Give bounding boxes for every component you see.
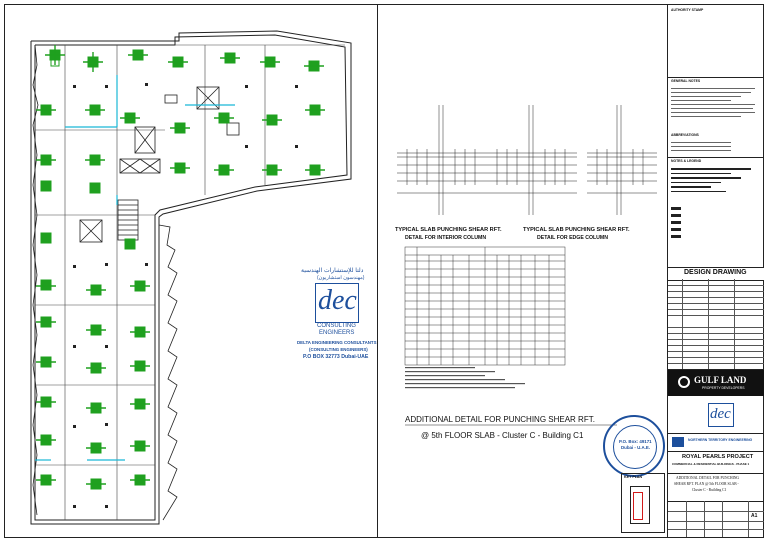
dec-logo: dec — [315, 283, 359, 323]
consultant-logo: dec — [710, 406, 731, 422]
title-block: AUTHORITY STAMP GENERAL NOTES ABBREVIATI… — [667, 5, 764, 537]
project-title: ROYAL PEARLS PROJECT — [682, 454, 754, 460]
floor-plan-drawing — [30, 30, 352, 525]
contractor-name: NORTHERN TERRITORY ENGINEERING — [688, 438, 753, 442]
company-arabic-name: دلتا للإستشارات الهندسية — [301, 268, 364, 274]
stamp-line-3: DELTA ENGINEERING CONSULTANTS — [297, 340, 377, 345]
detail-drawings — [397, 105, 657, 426]
detail-interior — [397, 105, 487, 215]
drawing-sheet: دلتا للإستشارات الهندسية (مهندسون استشار… — [4, 4, 764, 538]
dec-logo-text: dec — [318, 285, 357, 316]
stamp-line-5: P.O BOX 32773 Dubai-UAE — [303, 354, 369, 360]
sheet-title-line2: @ 5th FLOOR SLAB - Cluster C - Building … — [421, 431, 584, 440]
design-drawing-label: DESIGN DRAWING — [684, 269, 747, 276]
contractor-box: NORTHERN TERRITORY ENGINEERING — [668, 433, 764, 452]
drawing-title-line1: ADDITIONAL DETAIL FOR PUNCHING — [676, 476, 740, 480]
details-area: TYPICAL SLAB PUNCHING SHEAR RFT. DETAIL … — [377, 5, 667, 537]
floor-plan: دلتا للإستشارات الهندسية (مهندسون استشار… — [5, 5, 378, 537]
round-stamp: P.O. Box: 49171 Dubai - U.A.E. — [603, 415, 665, 477]
detail1-subtitle: DETAIL FOR INTERIOR COLUMN — [405, 235, 487, 241]
revision-table — [668, 279, 764, 369]
sheet-info-grid: A1 — [668, 501, 764, 537]
rft-schedule — [404, 246, 566, 366]
detail2-title: TYPICAL SLAB PUNCHING SHEAR RFT. — [523, 227, 630, 233]
stamp-line-1: CONSULTING — [317, 323, 356, 329]
notes-legend-label: NOTES & LEGEND — [671, 159, 702, 163]
key-plan: KEY PLAN — [621, 473, 665, 533]
detail-edge — [487, 105, 577, 215]
drawing-title-box: ADDITIONAL DETAIL FOR PUNCHING SHEAR RFT… — [668, 473, 764, 502]
key-plan-label: KEY PLAN — [624, 475, 643, 479]
sheet-title-line1: ADDITIONAL DETAIL FOR PUNCHING SHEAR RFT… — [405, 415, 595, 424]
client-logo-box: GULF LAND PROPERTY DEVELOPERS — [668, 369, 764, 396]
shear-rft-marks — [40, 49, 321, 490]
stamp-line-2: ENGINEERS — [319, 330, 355, 336]
client-name: GULF LAND — [694, 375, 747, 385]
client-sub: PROPERTY DEVELOPERS — [702, 386, 745, 390]
stamp-line-4: (CONSULTING ENGINEERS) — [309, 347, 368, 352]
abbreviations-label: ABBREVIATIONS — [671, 133, 699, 137]
drawing-title-line3: Cluster C - Building C1 — [692, 488, 727, 492]
round-stamp-text-2: Dubai - U.A.E. — [621, 445, 651, 450]
round-stamp-text-1: P.O. Box: 49171 — [619, 439, 652, 444]
project-subtitle: COMMERCIAL & RESIDENTIAL BUILDINGS - PHA… — [672, 462, 750, 466]
detail2-subtitle: DETAIL FOR EDGE COLUMN — [537, 235, 608, 241]
drawing-title-line2: SHEAR RFT. PLAN @ 5th FLOOR SLAB - — [674, 482, 739, 486]
general-notes-text — [671, 85, 759, 125]
authority-stamp-label: AUTHORITY STAMP — [671, 8, 704, 12]
company-stamp: دلتا للإستشارات الهندسية (مهندسون استشار… — [297, 267, 377, 373]
general-notes-label: GENERAL NOTES — [671, 79, 701, 83]
consultant-logo-box: dec — [668, 397, 764, 434]
detail-corner — [587, 105, 657, 215]
company-arabic-sub: (مهندسون استشاريون) — [317, 275, 365, 281]
detail1-title: TYPICAL SLAB PUNCHING SHEAR RFT. — [395, 227, 502, 233]
sheet-size: A1 — [751, 513, 758, 519]
project-box: ROYAL PEARLS PROJECT COMMERCIAL & RESIDE… — [668, 451, 764, 474]
